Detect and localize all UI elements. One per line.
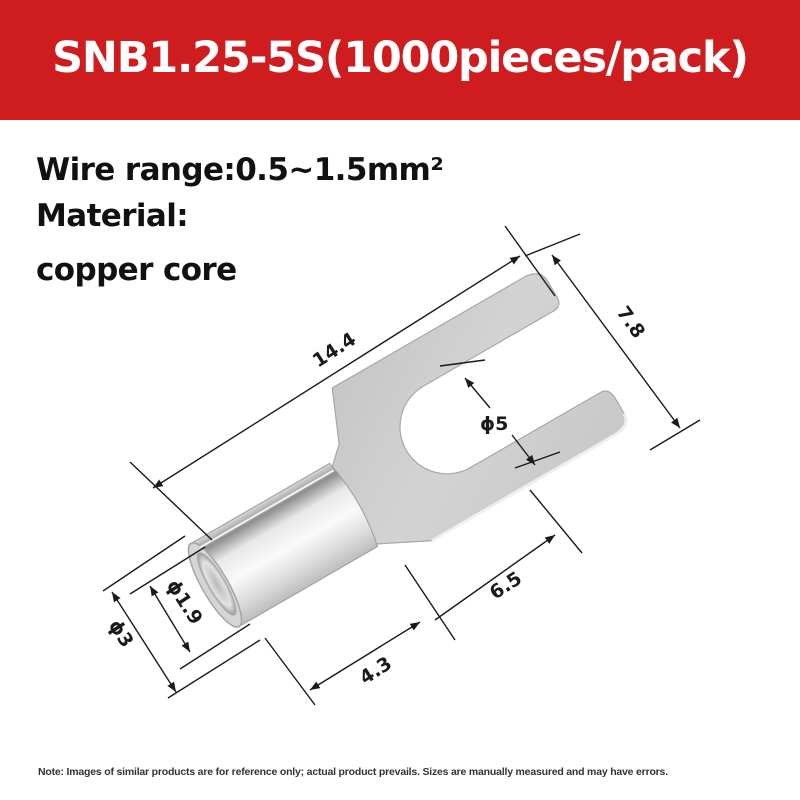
disclaimer-note: Note: Images of similar products are for… <box>38 766 668 778</box>
dim-total-length: 14.4 <box>309 328 360 372</box>
wire-range-text: Wire range:0.5~1.5mm² <box>36 152 444 188</box>
material-label: Material: <box>36 198 189 234</box>
dimension-lines <box>102 225 701 706</box>
product-title: SNB1.25-5S(1000pieces/pack) <box>52 33 749 83</box>
spade-terminal <box>187 273 628 628</box>
dim-fork-width: 7.8 <box>612 302 649 342</box>
dim-stud-hole: ϕ5 <box>480 413 508 435</box>
title-banner: SNB1.25-5S(1000pieces/pack) <box>0 0 800 120</box>
dim-outer-diameter: ϕ3 <box>104 616 138 652</box>
dim-tongue-length: 6.5 <box>486 567 526 604</box>
